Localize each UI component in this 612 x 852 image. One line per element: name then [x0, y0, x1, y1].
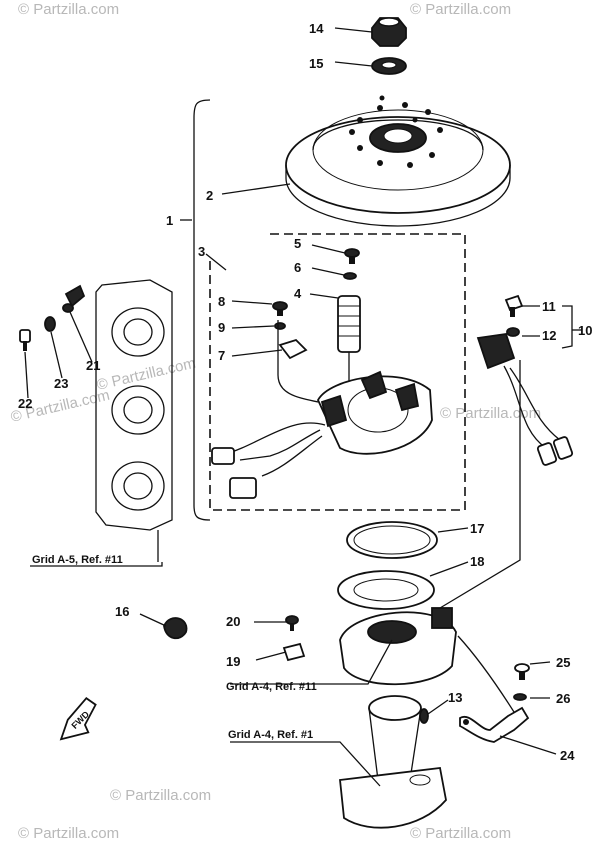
part-25-screw — [514, 663, 530, 680]
callout-20: 20 — [226, 614, 240, 629]
callout-16: 16 — [115, 604, 129, 619]
part-23-washer — [44, 316, 56, 332]
part-1-bracket — [193, 99, 211, 521]
callout-22: 22 — [18, 396, 32, 411]
callout-14: 14 — [309, 21, 324, 36]
part-24-bracket — [459, 706, 530, 743]
callout-9: 9 — [218, 320, 225, 335]
leader-lines — [24, 27, 582, 787]
callout-11: 11 — [542, 299, 556, 314]
callout-19: 19 — [226, 654, 240, 669]
part-4-coil — [337, 295, 361, 395]
part-15-washer — [371, 57, 407, 75]
armature-mount-grid-a4 — [339, 607, 457, 686]
watermark: © Partzilla.com — [110, 787, 211, 804]
part-20-screw — [285, 615, 299, 631]
callout-5: 5 — [294, 236, 301, 251]
callout-17: 17 — [470, 521, 484, 536]
forward-direction-arrow: FWD — [59, 697, 97, 741]
callout-26: 26 — [556, 691, 570, 706]
part-22-bolt — [19, 329, 31, 351]
part-26-washer — [513, 693, 527, 701]
grid-ref-a4-1: Grid A-4, Ref. #1 — [228, 729, 313, 741]
part-12-washer — [506, 327, 520, 337]
part-10-pulser-coil — [476, 333, 574, 466]
part-14-nut — [371, 17, 407, 47]
callout-23: 23 — [54, 376, 68, 391]
part-6-washer — [343, 272, 357, 280]
callout-2: 2 — [206, 188, 213, 203]
part-13-pin — [419, 708, 429, 724]
watermark: © Partzilla.com — [95, 355, 197, 394]
watermark: © Partzilla.com — [410, 825, 511, 842]
callout-13: 13 — [448, 690, 462, 705]
stator-wire-harness — [211, 320, 326, 499]
steering-bracket-grid-a4 — [339, 695, 447, 829]
callout-4: 4 — [294, 286, 302, 301]
callout-12: 12 — [542, 328, 556, 343]
part-2-flywheel — [285, 95, 511, 227]
watermark: © Partzilla.com — [18, 825, 119, 842]
part-16-clip — [163, 617, 188, 640]
part-3-stator-group-box — [209, 233, 466, 511]
callout-18: 18 — [470, 554, 484, 569]
part-19-plate — [282, 642, 306, 662]
part-18-plate — [337, 570, 435, 610]
cylinder-block-grid-a5 — [95, 279, 173, 562]
part-21-bracket — [62, 284, 86, 313]
part-8-screw — [272, 301, 288, 316]
part-17-ring — [346, 521, 438, 559]
watermark: © Partzilla.com — [440, 405, 541, 422]
part-5-screw — [344, 248, 360, 264]
stator-base-plate — [316, 370, 433, 455]
watermark: © Partzilla.com — [410, 1, 511, 18]
part-9-washer — [274, 322, 286, 330]
grid-ref-a4-11: Grid A-4, Ref. #11 — [226, 681, 317, 693]
callout-21: 21 — [86, 358, 100, 373]
part-11-bolt — [504, 294, 524, 317]
callout-8: 8 — [218, 294, 225, 309]
part-7-clamp — [278, 338, 308, 360]
callout-numbers: 1 2 3 4 5 6 7 8 9 10 11 12 13 14 15 16 1… — [18, 21, 592, 763]
callout-1: 1 — [166, 213, 173, 228]
callout-25: 25 — [556, 655, 570, 670]
callout-24: 24 — [560, 748, 575, 763]
grid-ref-a5-11: Grid A-5, Ref. #11 — [32, 554, 123, 566]
watermark: © Partzilla.com — [18, 1, 119, 18]
callout-3: 3 — [198, 244, 205, 259]
callout-7: 7 — [218, 348, 225, 363]
callout-15: 15 — [309, 56, 323, 71]
callout-6: 6 — [294, 260, 301, 275]
callout-10: 10 — [578, 323, 592, 338]
